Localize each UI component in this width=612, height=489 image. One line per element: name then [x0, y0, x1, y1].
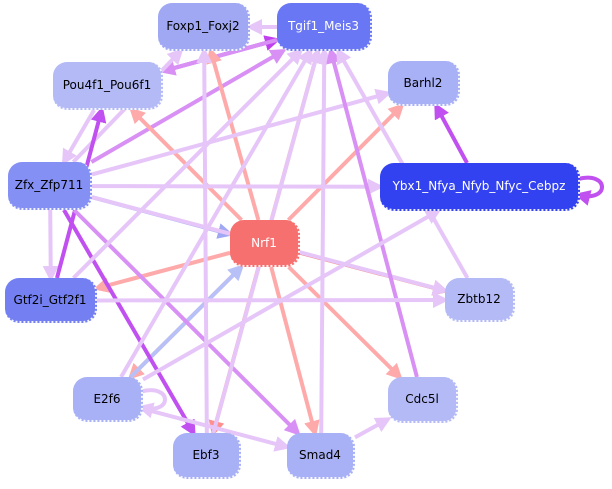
- edge-Smad4-to-Cdc5l: [354, 417, 392, 440]
- node-smad4[interactable]: Smad4: [287, 433, 355, 479]
- node-label: Gtf2i_Gtf2f1: [13, 292, 87, 307]
- node-ebf3[interactable]: Ebf3: [173, 433, 241, 479]
- edge-Zfx_Zfp711-to-Gtf2i_Gtf2f1: [42, 209, 59, 282]
- edge-Nrf1-to-Barhl2: [286, 103, 405, 222]
- edge-Nrf1-to-Smad4: [269, 266, 320, 437]
- node-label: Cdc5l: [405, 392, 439, 406]
- edge-Ybx1_Nfya_Nfyb_Nfyc_Cebpz-to-Barhl2: [434, 102, 469, 164]
- node-cdc5l[interactable]: Cdc5l: [388, 377, 458, 423]
- node-pou4f1_pou6f1[interactable]: Pou4f1_Pou6f1: [53, 62, 163, 110]
- node-label: Ebf3: [192, 448, 220, 462]
- edge-Pou4f1_Pou6f1-to-Zfx_Zfp711: [61, 108, 96, 166]
- node-foxp1_foxj2[interactable]: Foxp1_Foxj2: [158, 3, 250, 51]
- edge-Nrf1-to-Cdc5l: [287, 265, 403, 380]
- node-label: E2f6: [93, 391, 121, 406]
- node-zbtb12[interactable]: Zbtb12: [445, 278, 515, 322]
- edge-Zfx_Zfp711-to-Smad4: [72, 208, 301, 436]
- edge-Zfx_Zfp711-to-Barhl2: [91, 88, 392, 177]
- node-label: Smad4: [299, 448, 341, 462]
- node-label: Zfx_Zfp711: [14, 178, 84, 192]
- edge-E2f6-to-Smad4: [142, 406, 291, 452]
- edge-Cdc5l-to-Tgif1_Meis3: [326, 47, 419, 378]
- node-label: Zbtb12: [457, 292, 501, 306]
- node-nrf1[interactable]: Nrf1: [230, 220, 300, 267]
- node-tgif1_meis3[interactable]: Tgif1_Meis3: [277, 3, 372, 51]
- node-label: Foxp1_Foxj2: [166, 19, 240, 33]
- edge-Nrf1-to-Gtf2i_Gtf2f1: [93, 250, 231, 293]
- node-barhl2[interactable]: Barhl2: [388, 61, 460, 106]
- edge-Smad4-to-Tgif1_Meis3: [316, 47, 333, 434]
- edge-E2f6-to-Ybx1_Nfya_Nfyb_Nfyc_Cebpz: [142, 209, 442, 382]
- node-label: Tgif1_Meis3: [287, 19, 360, 33]
- edge-Ebf3-to-Foxp1_Foxj2: [196, 47, 213, 434]
- node-label: Pou4f1_Pou6f1: [62, 78, 152, 92]
- node-label: Barhl2: [403, 75, 443, 90]
- node-e2f6[interactable]: E2f6: [73, 377, 143, 422]
- edge-Ybx1_Nfya_Nfyb_Nfyc_Cebpz-to-Ybx1_Nfya_Nfyb_Nfyc_Cebpz: [574, 175, 604, 206]
- node-label: Nrf1: [251, 235, 277, 250]
- edge-Zfx_Zfp711-to-Ebf3: [62, 208, 196, 437]
- edge-E2f6-to-E2f6: [137, 388, 167, 419]
- edge-Gtf2i_Gtf2f1-to-Tgif1_Meis3: [72, 48, 304, 280]
- edge-E2f6-to-Tgif1_Meis3: [119, 47, 313, 379]
- node-gtf2i_gtf2f1[interactable]: Gtf2i_Gtf2f1: [5, 278, 97, 323]
- node-zfx_zfp711[interactable]: Zfx_Zfp711: [8, 162, 92, 210]
- node-label: Ybx1_Nfya_Nfyb_Nfyc_Cebpz: [392, 179, 566, 193]
- edges-layer: [42, 19, 604, 452]
- node-ybx1_nfya_nfyb_nfyc_cebpz[interactable]: Ybx1_Nfya_Nfyb_Nfyc_Cebpz: [380, 163, 580, 211]
- edge-Zfx_Zfp711-to-Tgif1_Meis3: [90, 48, 287, 164]
- edge-Zfx_Zfp711-to-Ybx1_Nfya_Nfyb_Nfyc_Cebpz: [91, 178, 384, 195]
